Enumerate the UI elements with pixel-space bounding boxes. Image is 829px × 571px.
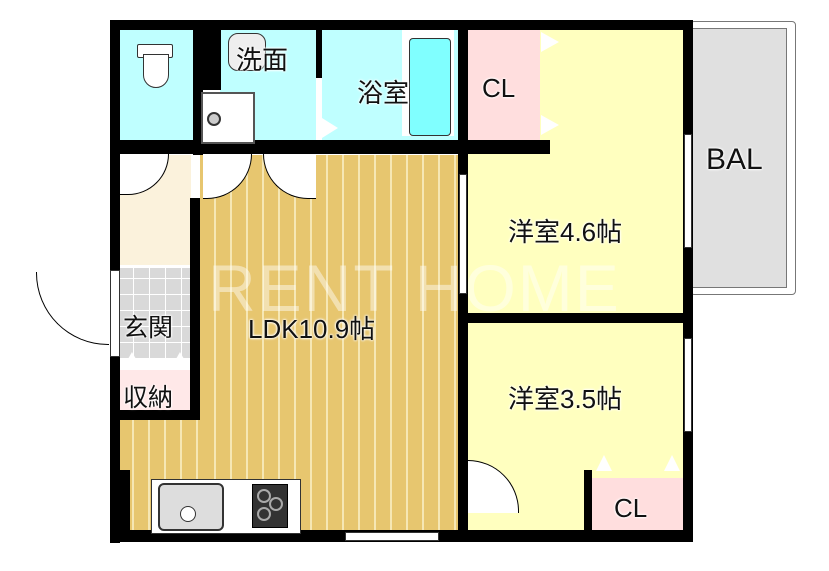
- wall-left-lower: [110, 355, 120, 543]
- washroom-label: 洗面: [236, 45, 289, 75]
- bathtub: [409, 38, 451, 136]
- window-western-1-balcony: [684, 134, 692, 248]
- entrance-door[interactable]: [36, 272, 109, 345]
- wall-right: [683, 20, 693, 542]
- entrance-label: 玄関: [123, 314, 174, 342]
- wall-top: [110, 20, 692, 30]
- closet-bottom-door-icon: [596, 455, 612, 471]
- entrance-door-frame: [110, 270, 120, 357]
- drain-icon: [207, 112, 221, 126]
- wall-toilet-wash-lower: [193, 20, 203, 155]
- storage-door-icon-2: [172, 352, 188, 366]
- closet-bottom-door-icon-2: [664, 455, 680, 471]
- closet-bottom-label: CL: [614, 493, 648, 523]
- storage-label: 収納: [123, 384, 174, 412]
- ldk-label: LDK10.9帖: [248, 314, 376, 344]
- ldk: [200, 155, 458, 530]
- closet-top-overlay: [468, 28, 540, 140]
- toilet-icon: [137, 44, 173, 88]
- balcony-floor: [691, 28, 787, 288]
- wall-wash-bath: [316, 20, 322, 78]
- wall-hall-ldk: [190, 198, 200, 418]
- window-western-2: [684, 338, 692, 432]
- balcony: [690, 21, 796, 295]
- wall-wet-band: [110, 140, 550, 154]
- closet-top-door-icon-2: [541, 115, 559, 135]
- balcony-label: BAL: [706, 143, 763, 176]
- kitchen-counter: [151, 479, 301, 534]
- sink-basin-icon: [228, 33, 266, 71]
- storage-door-icon: [124, 352, 140, 366]
- wall-kitchen-stub: [110, 470, 130, 540]
- wall-cl-bottom-left: [584, 470, 592, 532]
- western-room-2-label: 洋室3.5帖: [508, 384, 623, 414]
- bathroom-label: 浴室: [357, 78, 410, 108]
- entrance: [118, 268, 191, 358]
- wall-western-divider: [458, 313, 688, 323]
- wall-storage-bottom: [110, 410, 200, 420]
- western-room-1-label: 洋室4.6帖: [508, 217, 623, 247]
- window-ldk-bottom: [345, 532, 439, 541]
- window-western-1-ldk: [459, 174, 467, 294]
- closet-top-label: CL: [482, 73, 516, 103]
- wall-bath-cl: [458, 20, 468, 153]
- bath-door-icon: [322, 118, 338, 138]
- closet-top-door-icon: [541, 32, 559, 52]
- gas-stove-icon: [252, 484, 288, 528]
- wall-ldk-western: [458, 140, 468, 542]
- storage: [118, 370, 191, 412]
- sink-drain-icon: [180, 506, 196, 522]
- closet-bottom: [592, 478, 684, 530]
